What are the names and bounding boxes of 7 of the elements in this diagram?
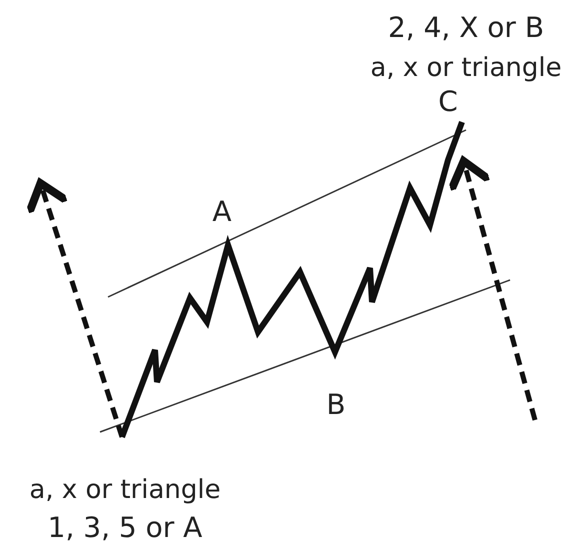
wave-label: 2, 4, X or B bbox=[388, 14, 544, 42]
wave-label: 1, 3, 5 or A bbox=[48, 514, 202, 542]
wave-label: a, x or triangle bbox=[370, 55, 562, 81]
point-label: B bbox=[326, 391, 346, 419]
point-label: A bbox=[212, 198, 232, 226]
wave-label: a, x or triangle bbox=[29, 477, 221, 503]
point-label: C bbox=[438, 88, 458, 116]
